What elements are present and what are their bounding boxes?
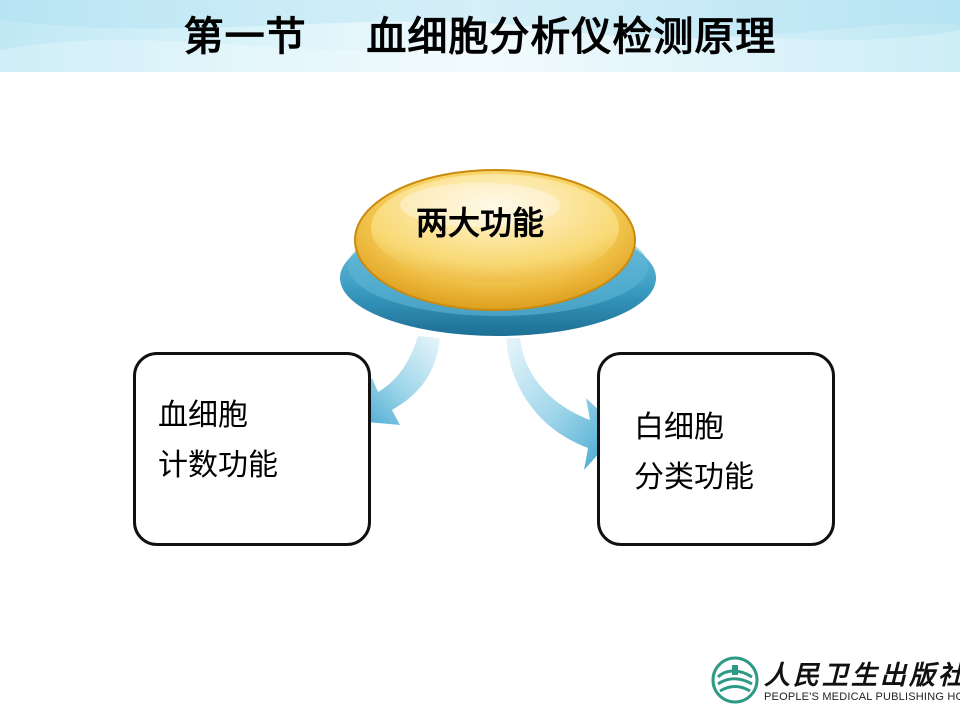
publisher-name-en: PEOPLE'S MEDICAL PUBLISHING HOUSE (764, 691, 960, 703)
publisher-emblem-icon (711, 656, 759, 704)
counting-box-line1: 血细胞 (158, 398, 248, 433)
classification-function-box: 白细胞 分类功能 (597, 352, 835, 546)
classification-box-line1: 白细胞 (634, 410, 724, 445)
classification-box-line2: 分类功能 (634, 460, 754, 495)
arrow-to-classification (506, 338, 620, 470)
title-banner: 第一节 血细胞分析仪检测原理 (0, 0, 960, 72)
banner-wave-decoration (0, 0, 960, 72)
hub-label: 两大功能 (415, 204, 544, 242)
counting-function-box: 血细胞 计数功能 (133, 352, 371, 546)
hub-gold-disc (354, 169, 636, 311)
page-title: 第一节 血细胞分析仪检测原理 (183, 14, 777, 60)
publisher-logo: 人民卫生出版社 PEOPLE'S MEDICAL PUBLISHING HOUS… (710, 655, 960, 715)
publisher-name-cn: 人民卫生出版社 (764, 661, 960, 691)
counting-box-line2: 计数功能 (158, 448, 278, 483)
